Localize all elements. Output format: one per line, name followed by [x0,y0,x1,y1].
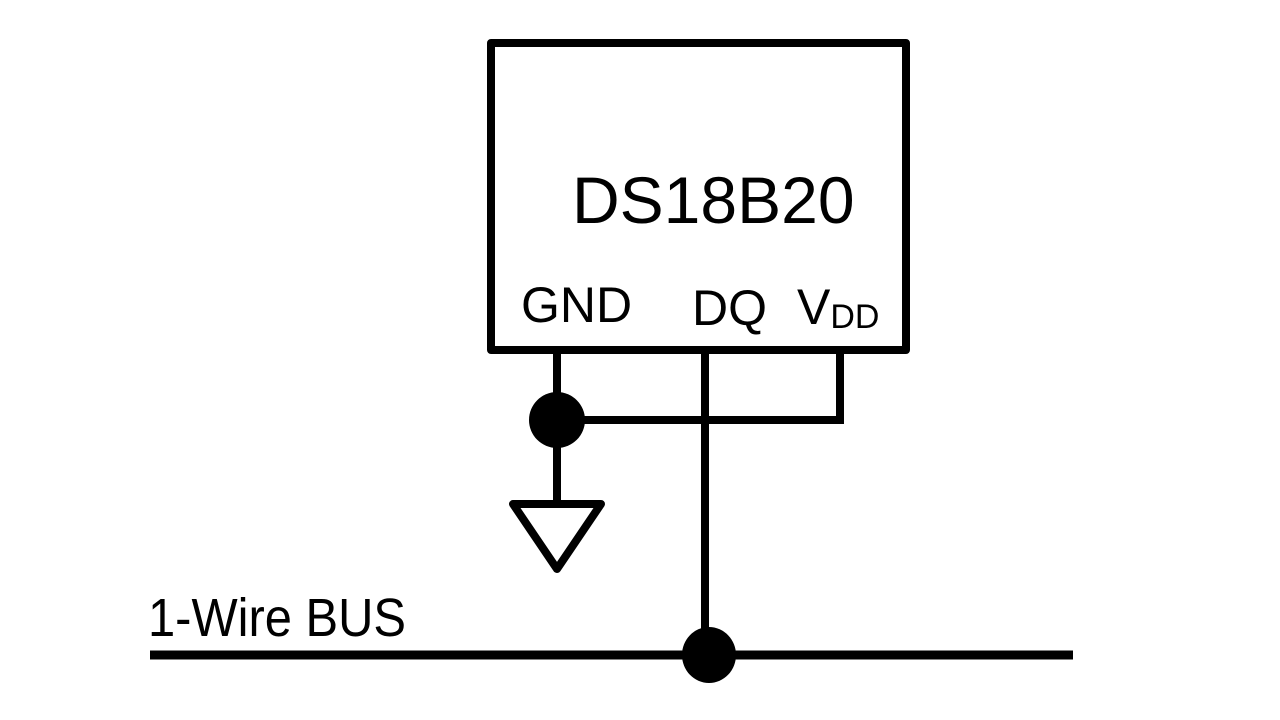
ds18b20-package [487,39,910,354]
pin-label-dq: DQ [692,280,767,336]
pin-label-vdd: VDD [797,279,879,336]
bus-label: 1-Wire BUS [148,588,406,648]
ground-icon [509,500,605,573]
pin-label-vdd-subscript: DD [830,298,879,336]
vdd-tie-wire [557,350,844,424]
pin-label-vdd-main: V [797,279,831,335]
gnd-vdd-junction-dot [529,392,585,448]
dq-bus-junction-dot [682,627,736,683]
component-name: DS18B20 [572,163,855,237]
pin-label-gnd: GND [521,277,632,333]
